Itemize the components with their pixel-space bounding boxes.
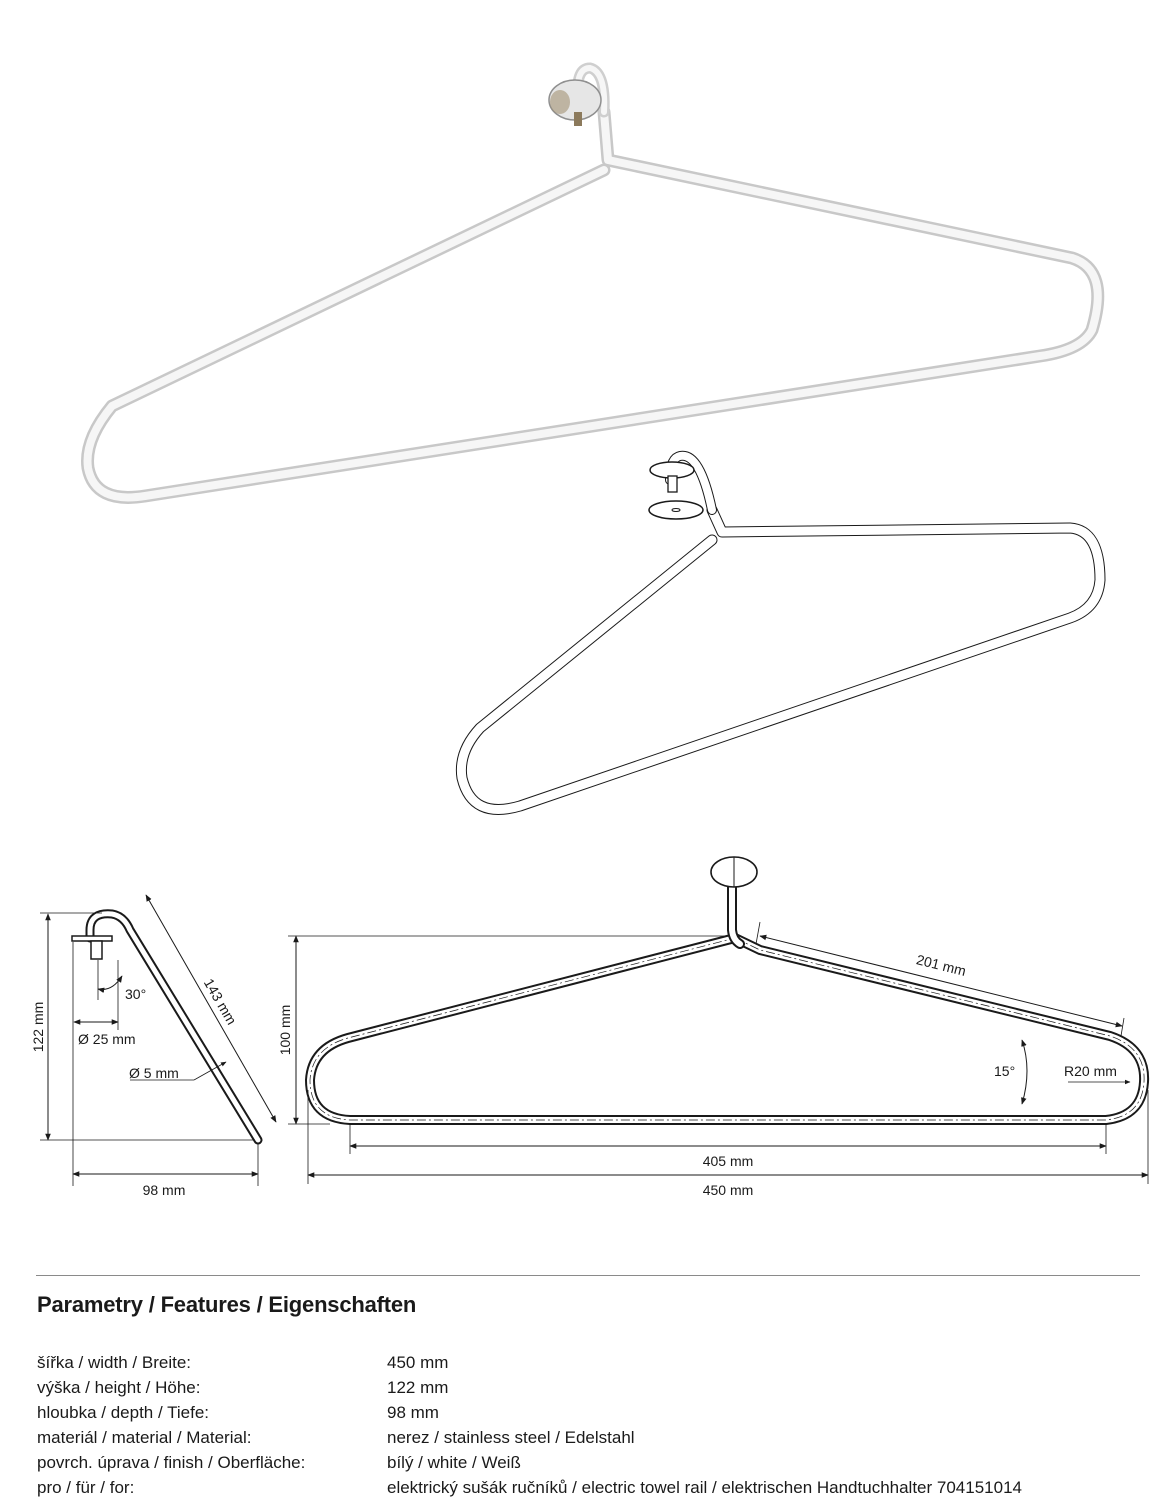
spec-row-material: materiál / material / Material: nerez / … xyxy=(37,1425,1147,1450)
arm-length-label: 201 mm xyxy=(915,951,968,979)
side-depth-label: 98 mm xyxy=(143,1182,186,1198)
spec-value: 98 mm xyxy=(387,1403,439,1422)
side-angle-label: 30° xyxy=(125,986,146,1002)
side-height-label: 122 mm xyxy=(30,1002,46,1053)
spec-label: hloubka / depth / Tiefe: xyxy=(37,1403,210,1422)
spec-row-for: pro / für / for: elektrický sušák ručník… xyxy=(37,1475,1147,1500)
section-divider xyxy=(36,1275,1140,1276)
spec-label: pro / für / for: xyxy=(37,1478,135,1497)
front-angle-label: 15° xyxy=(994,1063,1015,1079)
hanger-photo xyxy=(81,62,1105,504)
spec-label: šířka / width / Breite: xyxy=(37,1353,191,1372)
disc-diameter-label: Ø 25 mm xyxy=(78,1031,136,1047)
side-view-drawing: 122 mm 143 mm 30° Ø 25 mm Ø 5 mm 98 mm xyxy=(30,894,277,1198)
spec-row-width: šířka / width / Breite: 450 mm xyxy=(37,1350,1147,1375)
spec-label: výška / height / Höhe: xyxy=(37,1378,201,1397)
spec-table: šířka / width / Breite: 450 mm výška / h… xyxy=(37,1350,1147,1500)
spec-label: materiál / material / Material: xyxy=(37,1428,252,1447)
spec-value: nerez / stainless steel / Edelstahl xyxy=(387,1428,635,1447)
wire-diameter-label: Ø 5 mm xyxy=(129,1065,179,1081)
front-height-label: 100 mm xyxy=(277,1005,293,1056)
hanger-outline xyxy=(455,450,1106,815)
section-title: Parametry / Features / Eigenschaften xyxy=(37,1292,417,1317)
total-width-label: 450 mm xyxy=(703,1182,754,1198)
front-view-drawing: 100 mm 201 mm 15° R20 mm 405 mm 450 mm xyxy=(277,856,1150,1198)
spec-row-finish: povrch. úprava / finish / Oberfläche: bí… xyxy=(37,1450,1147,1475)
spec-row-height: výška / height / Höhe: 122 mm xyxy=(37,1375,1147,1400)
spec-value: 122 mm xyxy=(387,1378,449,1397)
radius-label: R20 mm xyxy=(1064,1063,1117,1079)
spec-value: bílý / white / Weiß xyxy=(387,1453,521,1472)
spec-row-depth: hloubka / depth / Tiefe: 98 mm xyxy=(37,1400,1147,1425)
spec-value: elektrický sušák ručníků / electric towe… xyxy=(387,1478,1022,1497)
spec-value: 450 mm xyxy=(387,1353,449,1372)
spec-label: povrch. úprava / finish / Oberfläche: xyxy=(37,1453,306,1472)
inner-width-label: 405 mm xyxy=(703,1153,754,1169)
product-drawing: 122 mm 143 mm 30° Ø 25 mm Ø 5 mm 98 mm xyxy=(30,62,1150,1198)
